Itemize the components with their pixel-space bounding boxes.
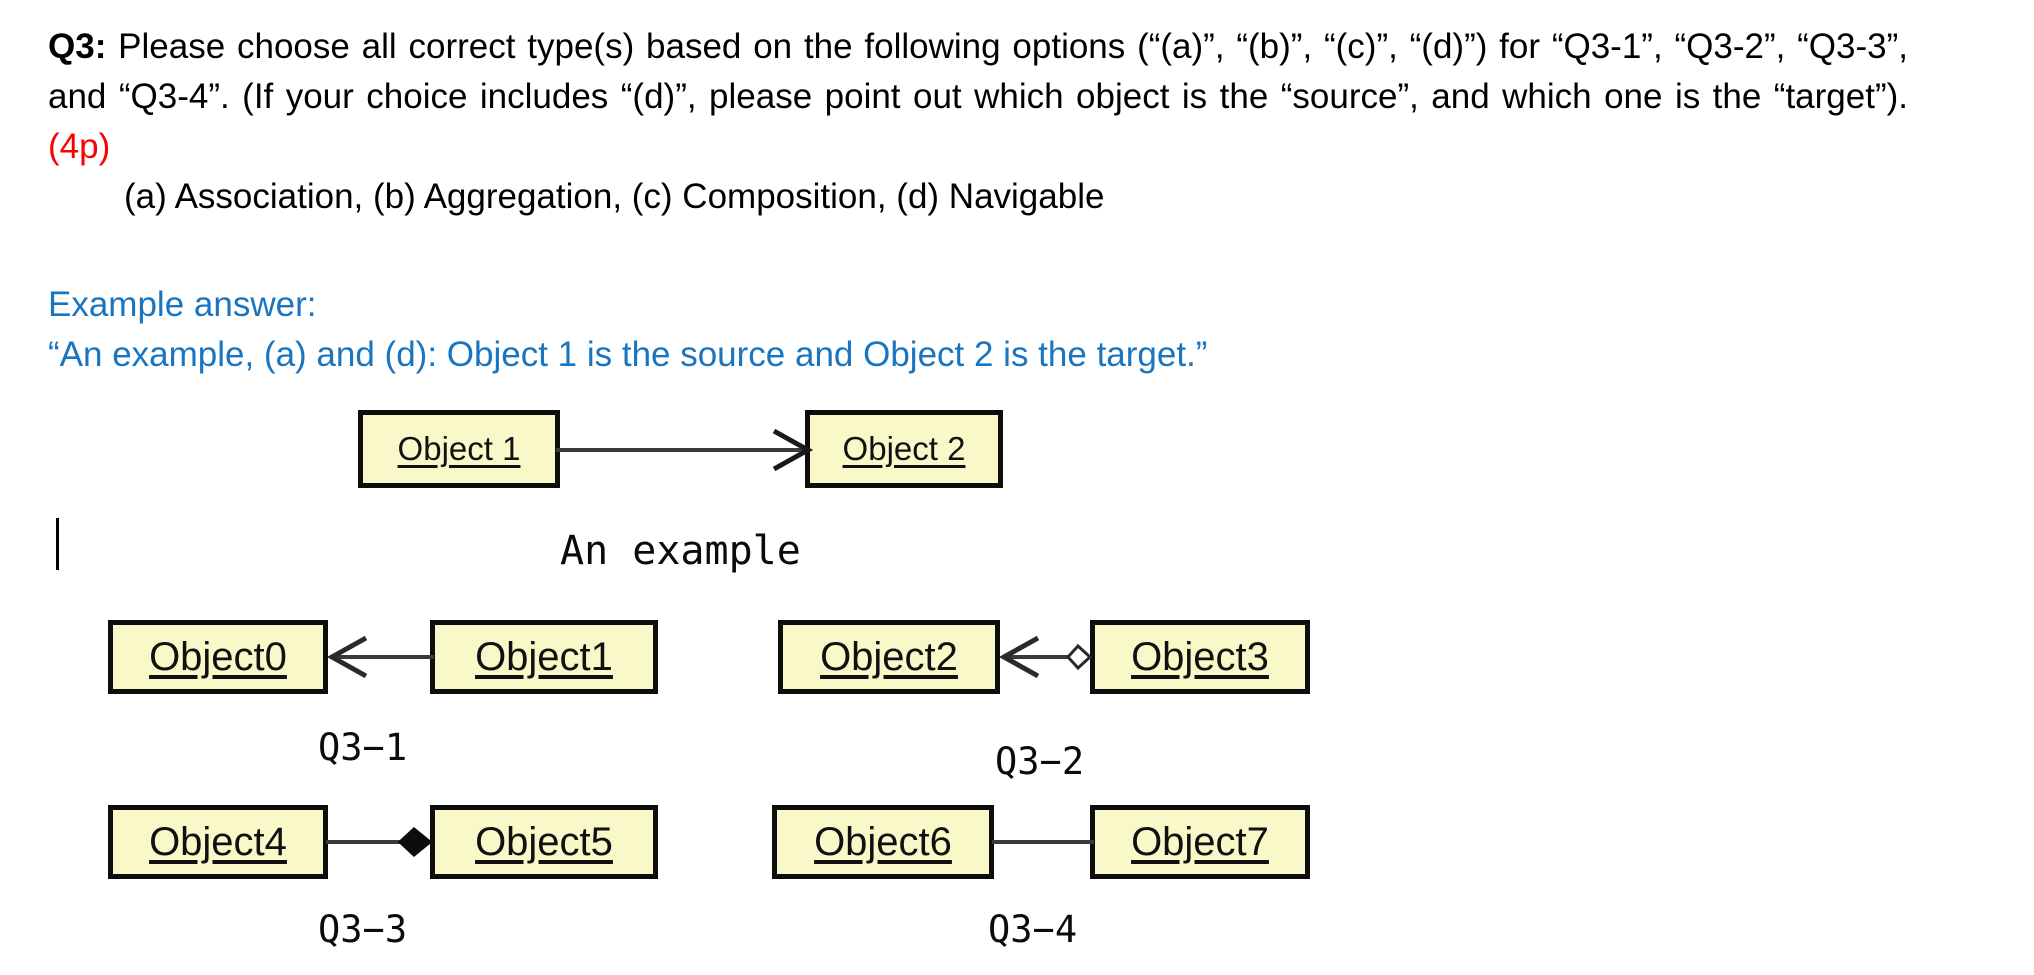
connector-open-arrow-right-icon	[556, 428, 814, 472]
diagram-caption-q3-4: Q3−4	[988, 908, 1078, 951]
question-paragraph: Q3: Please choose all correct type(s) ba…	[48, 22, 1908, 172]
example-answer-text: “An example, (a) and (d): Object 1 is th…	[48, 335, 1208, 374]
diagram-caption-q3-3: Q3−3	[318, 908, 408, 951]
uml-box-object4: Object4	[108, 805, 328, 879]
example-answer-heading: Example answer:	[48, 285, 317, 324]
text-caret	[56, 518, 59, 570]
connector-filled-diamond-right-icon	[326, 827, 433, 857]
uml-box-object5: Object5	[430, 805, 658, 879]
uml-box-object6: Object6	[772, 805, 994, 879]
diagram-caption-q3-2: Q3−2	[995, 740, 1085, 783]
connector-open-arrow-left-hollow-diamond-right-icon	[998, 635, 1093, 679]
question-points-badge: (4p)	[48, 127, 111, 166]
uml-box-label: Object0	[149, 634, 287, 679]
uml-box-label: Object 2	[842, 430, 966, 467]
uml-box-label: Object4	[149, 819, 287, 864]
question-block: Q3: Please choose all correct type(s) ba…	[48, 22, 1908, 222]
uml-box-object0: Object0	[108, 620, 328, 694]
question-body: Please choose all correct type(s) based …	[48, 27, 1908, 116]
example-diagram-caption: An example	[560, 528, 801, 574]
uml-box-object-2: Object 2	[805, 410, 1003, 488]
question-label: Q3:	[48, 27, 107, 66]
uml-box-label: Object5	[475, 819, 613, 864]
uml-box-object7: Object7	[1090, 805, 1310, 879]
uml-box-label: Object1	[475, 634, 613, 679]
uml-box-label: Object6	[814, 819, 952, 864]
connector-plain-line-icon	[992, 840, 1094, 844]
question-options-line: (a) Association, (b) Aggregation, (c) Co…	[124, 177, 1105, 216]
uml-box-object-1: Object 1	[358, 410, 560, 488]
uml-box-label: Object7	[1131, 819, 1269, 864]
uml-box-object1: Object1	[430, 620, 658, 694]
uml-box-label: Object 1	[397, 430, 521, 467]
uml-box-label: Object2	[820, 634, 958, 679]
example-answer-block: Example answer: “An example, (a) and (d)…	[48, 280, 1848, 380]
uml-box-object2: Object2	[778, 620, 1000, 694]
uml-box-object3: Object3	[1090, 620, 1310, 694]
uml-box-label: Object3	[1131, 634, 1269, 679]
connector-open-arrow-left-icon	[326, 635, 434, 679]
diagram-caption-q3-1: Q3−1	[318, 726, 408, 769]
